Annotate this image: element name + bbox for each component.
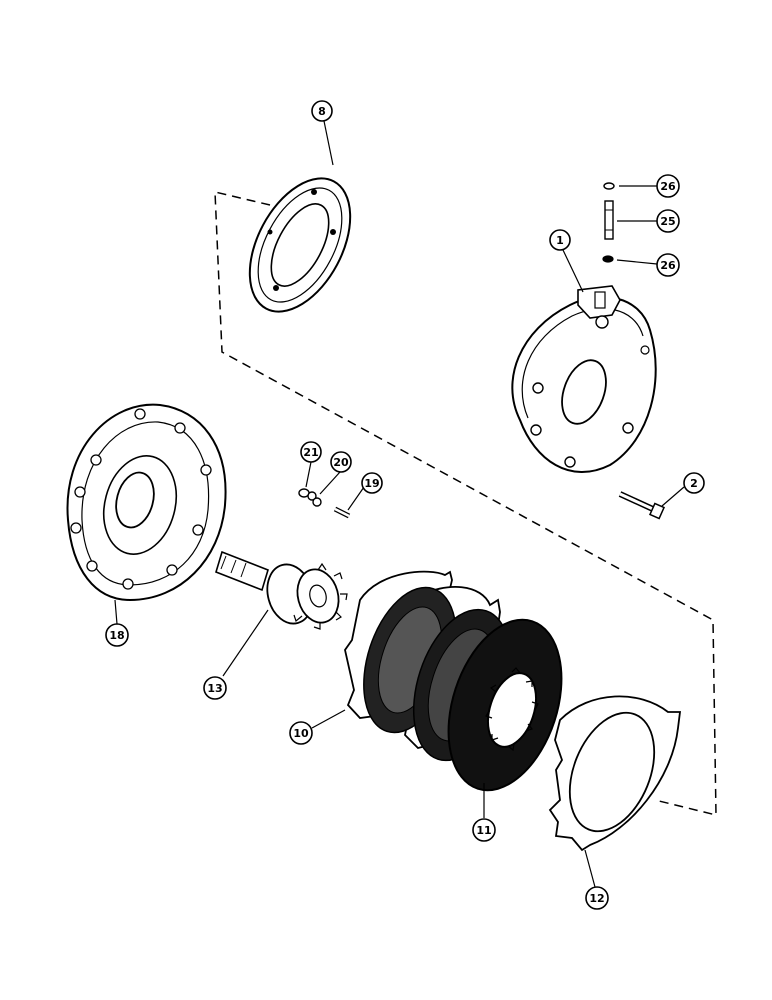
part-26-lower-washer xyxy=(602,255,614,263)
svg-text:21: 21 xyxy=(303,446,318,459)
svg-text:25: 25 xyxy=(660,215,675,228)
part-1-brake-housing xyxy=(511,285,657,474)
callout-10: 10 xyxy=(289,721,313,745)
callout-20: 20 xyxy=(330,451,352,473)
svg-text:19: 19 xyxy=(364,477,379,490)
part-19-pin xyxy=(333,506,351,519)
part-20-nut xyxy=(307,491,322,507)
svg-text:10: 10 xyxy=(293,727,309,740)
svg-text:8: 8 xyxy=(318,105,326,118)
svg-text:1: 1 xyxy=(556,234,564,247)
svg-text:26: 26 xyxy=(660,180,676,193)
part-11-friction-disc xyxy=(363,586,563,792)
part-13-shaft-gear xyxy=(215,550,348,630)
callout-19: 19 xyxy=(361,472,383,494)
part-26-upper-washer xyxy=(603,182,615,190)
callout-12: 12 xyxy=(585,886,609,910)
part-18-axle-housing xyxy=(66,403,227,602)
leader-lines xyxy=(114,120,685,888)
part-2-bolt xyxy=(618,491,665,520)
svg-text:12: 12 xyxy=(589,892,604,905)
callout-1: 1 xyxy=(549,229,571,251)
callout-26-lower: 26 xyxy=(656,253,680,277)
svg-text:11: 11 xyxy=(476,824,491,837)
part-25-pin xyxy=(604,200,614,240)
callout-26-upper: 26 xyxy=(656,174,680,198)
callout-11: 11 xyxy=(472,818,496,842)
part-12-separator-plate xyxy=(548,695,682,852)
callout-2: 2 xyxy=(683,472,705,494)
callout-13: 13 xyxy=(203,676,227,700)
svg-text:13: 13 xyxy=(207,682,222,695)
part-8-ring-plate xyxy=(248,177,352,313)
callout-21: 21 xyxy=(300,441,322,463)
callout-18: 18 xyxy=(105,623,129,647)
svg-text:18: 18 xyxy=(109,629,124,642)
svg-text:20: 20 xyxy=(333,456,349,469)
svg-text:26: 26 xyxy=(660,259,676,272)
callout-25: 25 xyxy=(656,209,680,233)
svg-text:2: 2 xyxy=(690,477,698,490)
dashed-assembly-boundary xyxy=(214,191,717,816)
callout-8: 8 xyxy=(311,100,333,122)
